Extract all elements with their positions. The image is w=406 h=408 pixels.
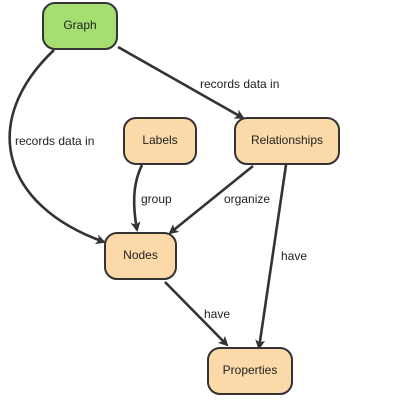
node-relationships-label: Relationships bbox=[251, 133, 323, 147]
node-labels-label: Labels bbox=[142, 133, 177, 147]
edge-relationships-to-nodes bbox=[168, 164, 254, 235]
node-properties: Properties bbox=[207, 347, 293, 395]
edge-label-graph-relationships: records data in bbox=[200, 77, 279, 91]
edge-label-relationships-properties: have bbox=[281, 249, 307, 263]
node-relationships: Relationships bbox=[234, 117, 340, 165]
node-properties-box bbox=[207, 347, 293, 395]
edge-labels: records data in records data in group or… bbox=[15, 77, 307, 321]
node-nodes: Nodes bbox=[104, 232, 177, 280]
node-graph-box bbox=[42, 2, 118, 50]
node-graph-label: Graph bbox=[63, 18, 96, 32]
node-nodes-box bbox=[104, 232, 177, 280]
node-nodes-label: Nodes bbox=[123, 248, 158, 262]
edge-label-nodes-properties: have bbox=[204, 307, 230, 321]
edges bbox=[8, 45, 288, 350]
edge-nodes-to-properties bbox=[164, 281, 229, 347]
edge-graph-to-relationships bbox=[117, 45, 245, 120]
node-labels: Labels bbox=[123, 117, 197, 165]
node-properties-label: Properties bbox=[223, 363, 278, 377]
node-graph: Graph bbox=[42, 2, 118, 50]
node-relationships-box bbox=[234, 117, 340, 165]
edge-label-labels-nodes: group bbox=[141, 192, 172, 206]
edge-labels-to-nodes bbox=[130, 164, 144, 232]
edge-label-relationships-nodes: organize bbox=[224, 192, 270, 206]
edge-label-graph-nodes: records data in bbox=[15, 134, 94, 148]
edge-relationships-to-properties bbox=[255, 164, 288, 350]
node-labels-box bbox=[123, 117, 197, 165]
edge-graph-to-nodes bbox=[8, 49, 106, 245]
